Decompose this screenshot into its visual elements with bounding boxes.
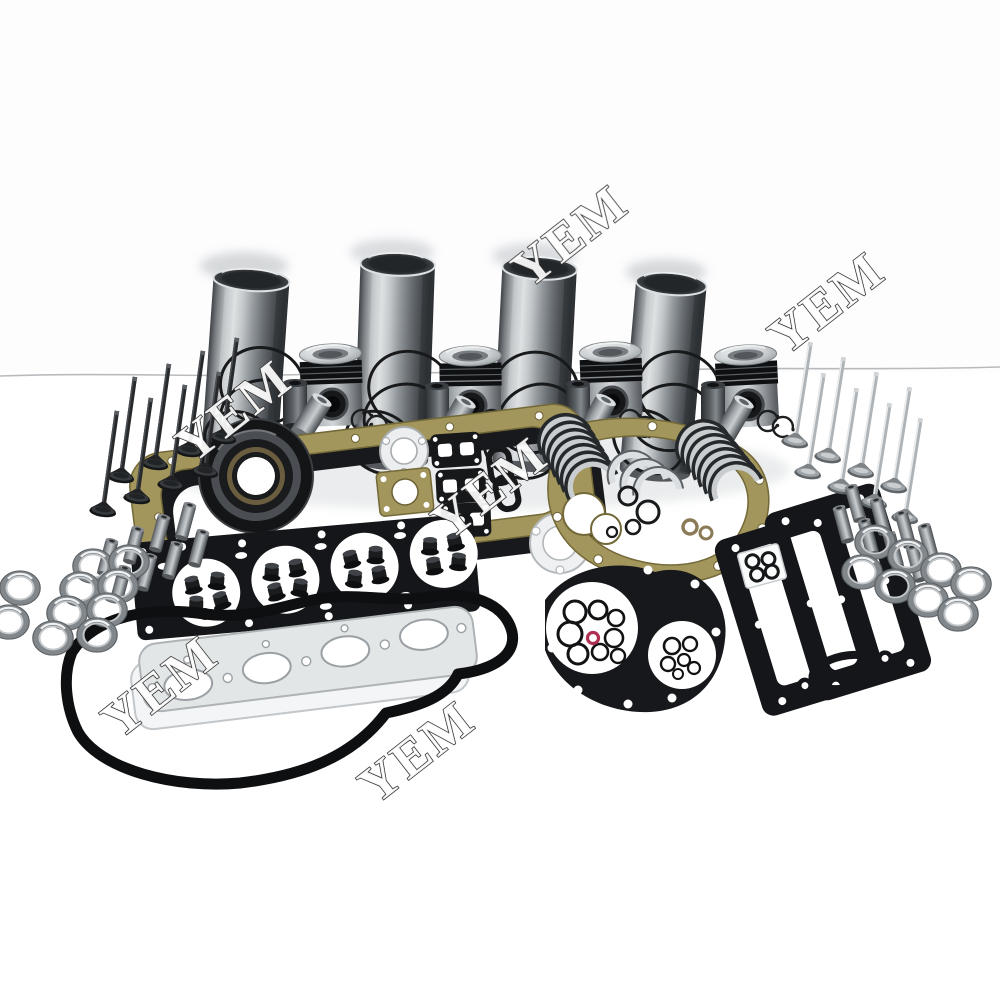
loose-o-rings (605, 485, 714, 541)
o-ring-cluster (556, 599, 627, 666)
o-ring-card (736, 543, 788, 589)
backdrop-wall (0, 0, 1000, 372)
water-outlet-gasket (796, 650, 894, 694)
valve-cover-gasket-tab (199, 608, 211, 620)
head-gasket (130, 513, 481, 641)
rear-main-oil-seal (198, 418, 314, 534)
valve-cover-gasket-tab (424, 591, 436, 603)
red-o-ring (585, 630, 601, 646)
o-ring-cluster-small (659, 635, 702, 680)
thermostat-gasket (379, 426, 429, 477)
square-gasket (375, 467, 435, 517)
front-cover-gasket (545, 565, 726, 713)
oval-flange-gaskets (485, 445, 522, 513)
exhaust-manifold-gaskets (130, 605, 478, 731)
valve-stem-seals (184, 532, 467, 615)
valve-cover-gasket (60, 590, 519, 790)
